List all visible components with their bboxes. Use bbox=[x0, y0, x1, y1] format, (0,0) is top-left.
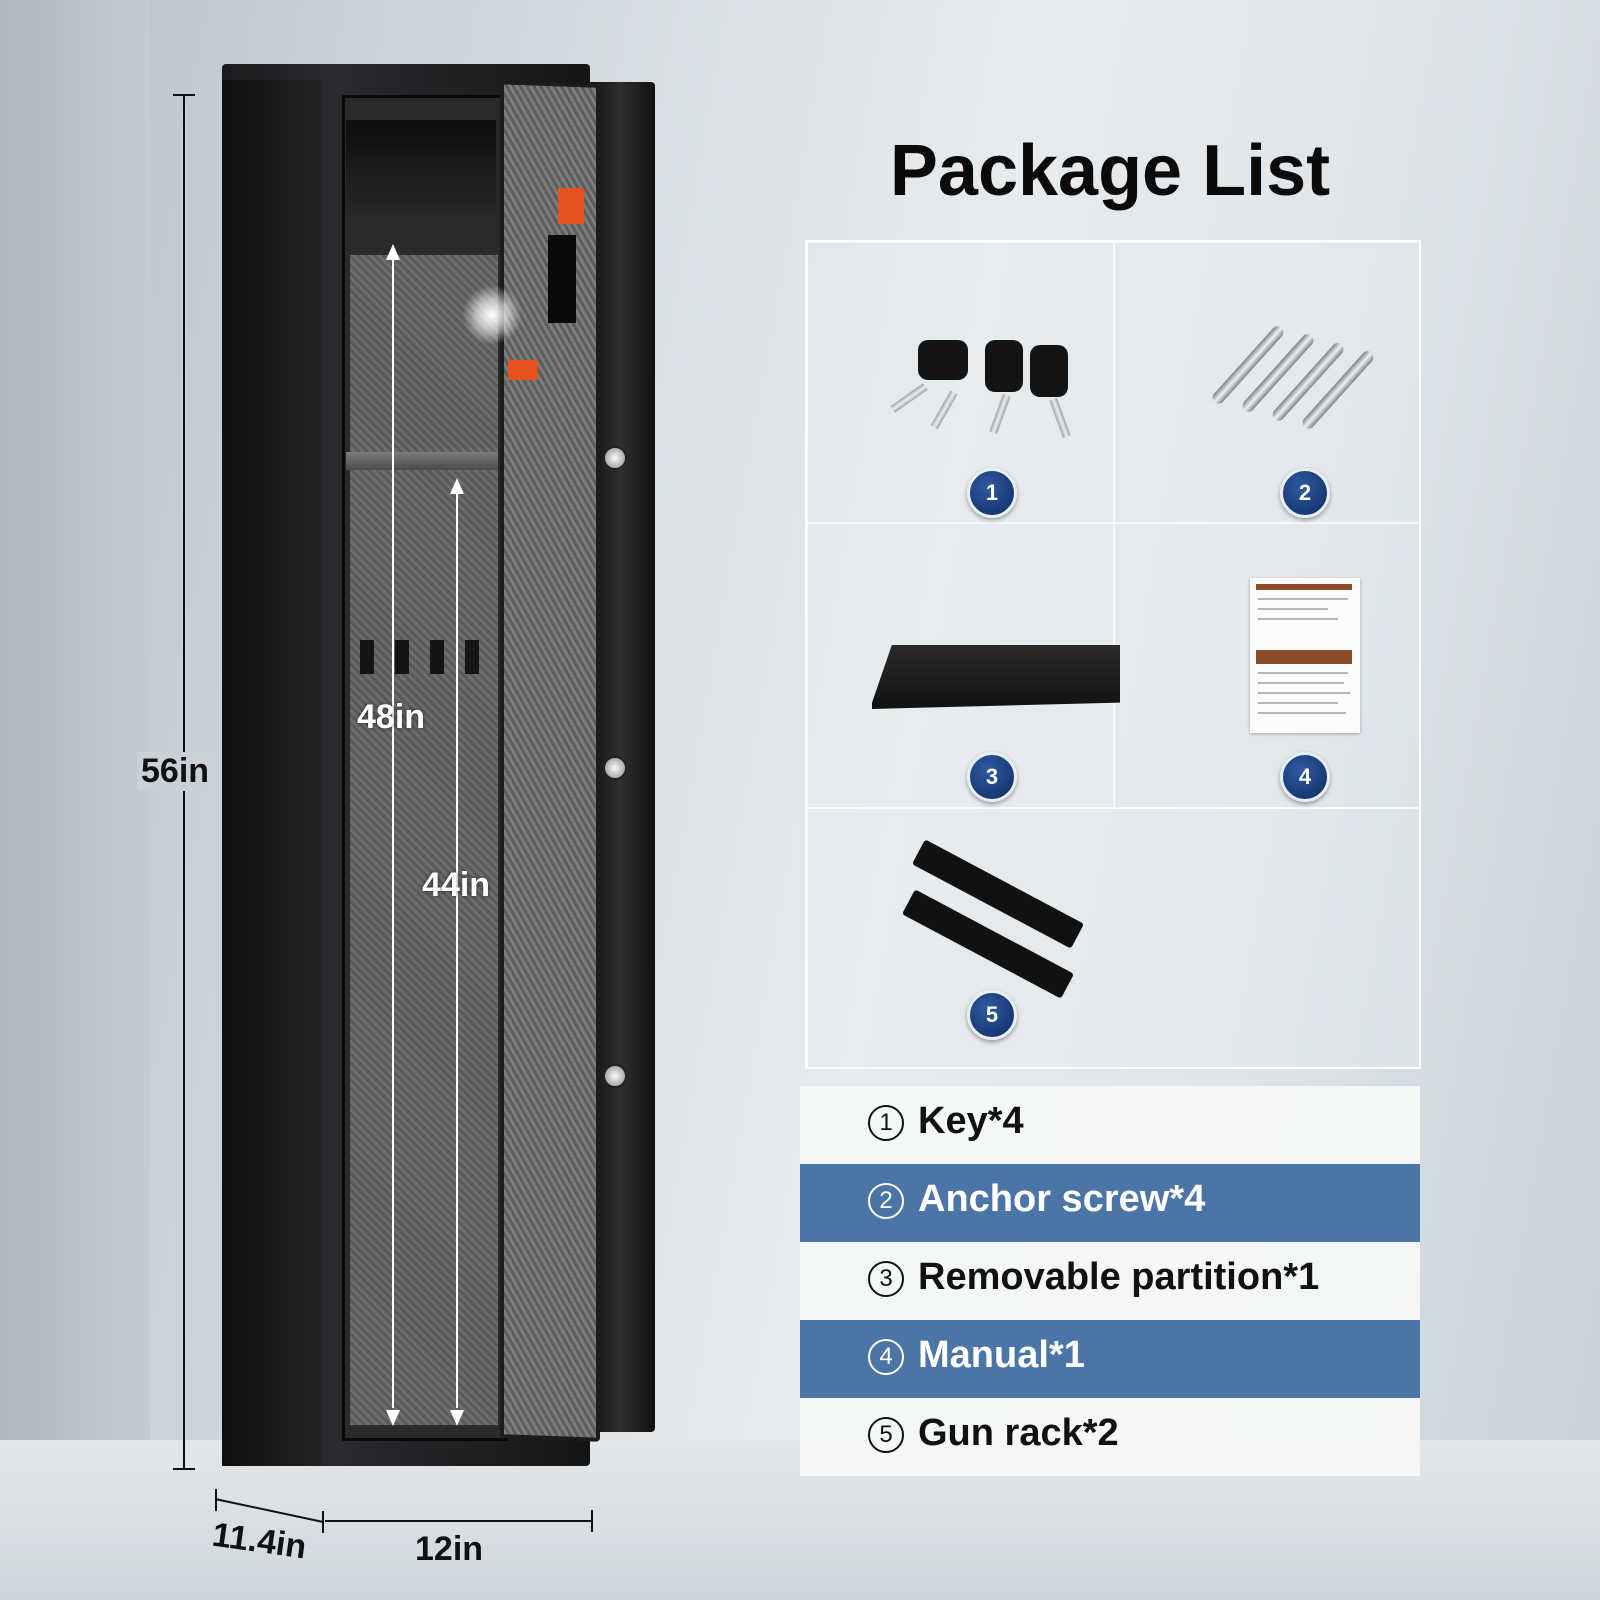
grid-cell bbox=[807, 242, 1115, 524]
height-label: 56in bbox=[137, 752, 214, 791]
door-bolt-icon bbox=[603, 1064, 627, 1088]
wall-background bbox=[0, 0, 150, 1440]
top-storage-box bbox=[346, 120, 496, 230]
item-label: Key*4 bbox=[918, 1100, 1024, 1142]
item-number: 1 bbox=[868, 1105, 904, 1141]
manual-text-line bbox=[1258, 608, 1328, 610]
depth-dimension-tick bbox=[322, 1511, 324, 1533]
grid-cell bbox=[807, 807, 1421, 1069]
door-bolt-icon bbox=[603, 756, 627, 780]
list-item-manual: 4 Manual*1 bbox=[800, 1320, 1420, 1398]
width-dimension-line bbox=[325, 1520, 593, 1522]
manual-text-line bbox=[1258, 712, 1346, 714]
warning-sticker-icon bbox=[558, 188, 584, 224]
rack-slot bbox=[430, 640, 444, 674]
manual-text-line bbox=[1258, 692, 1350, 694]
rack-slot bbox=[360, 640, 374, 674]
inner-height-label-44: 44in bbox=[422, 866, 491, 904]
item-badge-2: 2 bbox=[1280, 468, 1330, 518]
manual-text-line bbox=[1258, 598, 1348, 600]
list-item-gun-rack: 5 Gun rack*2 bbox=[800, 1398, 1420, 1476]
height-dimension-cap-top bbox=[173, 94, 195, 96]
arrow-line-48 bbox=[392, 258, 394, 1408]
item-badge-1: 1 bbox=[967, 468, 1017, 518]
key-fob bbox=[985, 340, 1023, 392]
manual-icon bbox=[1250, 578, 1360, 733]
key-fob bbox=[1030, 345, 1068, 397]
height-dimension-cap-bottom bbox=[173, 1468, 195, 1470]
warning-sticker-icon bbox=[508, 360, 538, 380]
manual-text-line bbox=[1258, 702, 1338, 704]
arrow-up-icon bbox=[386, 244, 400, 260]
arrow-up-icon bbox=[450, 478, 464, 494]
item-label: Removable partition*1 bbox=[918, 1256, 1320, 1298]
partition-icon bbox=[872, 645, 1120, 709]
grid-cell bbox=[1113, 242, 1421, 524]
arrow-down-icon bbox=[450, 1410, 464, 1426]
arrow-line-44 bbox=[456, 492, 458, 1408]
rack-slot bbox=[395, 640, 409, 674]
manual-text-line bbox=[1258, 682, 1344, 684]
item-badge-5: 5 bbox=[967, 990, 1017, 1040]
item-badge-3: 3 bbox=[967, 752, 1017, 802]
felt-lining bbox=[350, 255, 498, 1425]
item-label: Manual*1 bbox=[918, 1334, 1085, 1376]
led-light-icon bbox=[462, 285, 522, 345]
manual-text-line bbox=[1258, 672, 1348, 674]
item-number: 3 bbox=[868, 1261, 904, 1297]
item-number: 4 bbox=[868, 1339, 904, 1375]
arrow-down-icon bbox=[386, 1410, 400, 1426]
depth-dimension-tick bbox=[215, 1489, 217, 1511]
item-number: 5 bbox=[868, 1417, 904, 1453]
width-dimension-tick bbox=[591, 1510, 593, 1532]
item-badge-4: 4 bbox=[1280, 752, 1330, 802]
item-number: 2 bbox=[868, 1183, 904, 1219]
item-label: Anchor screw*4 bbox=[918, 1178, 1206, 1220]
width-label: 12in bbox=[415, 1530, 484, 1568]
rack-slot bbox=[465, 640, 479, 674]
manual-section-bar bbox=[1256, 650, 1352, 664]
manual-header bbox=[1256, 584, 1352, 590]
fingerprint-keypad-icon bbox=[548, 235, 576, 323]
list-item-partition: 3 Removable partition*1 bbox=[800, 1242, 1420, 1320]
safe-side-panel bbox=[222, 80, 322, 1466]
removable-shelf bbox=[346, 452, 498, 470]
door-bolt-icon bbox=[603, 446, 627, 470]
list-item-keys: 1 Key*4 bbox=[800, 1086, 1420, 1164]
list-item-anchor-screws: 2 Anchor screw*4 bbox=[800, 1164, 1420, 1242]
inner-height-label-48: 48in bbox=[357, 698, 426, 736]
key-fob bbox=[918, 340, 968, 380]
manual-text-line bbox=[1258, 618, 1338, 620]
item-label: Gun rack*2 bbox=[918, 1412, 1119, 1454]
package-list-title: Package List bbox=[889, 131, 1331, 211]
